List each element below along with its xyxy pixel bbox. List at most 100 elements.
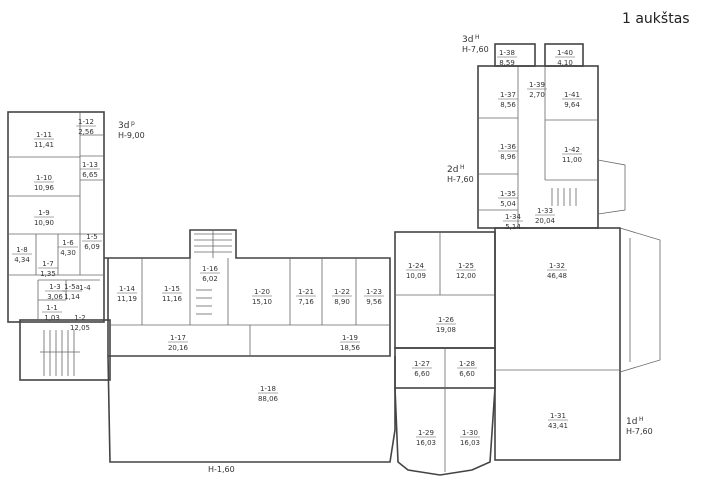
room-id: 1-39	[529, 81, 545, 89]
room-area: 10,09	[406, 272, 426, 280]
room-area: 15,10	[252, 298, 272, 306]
room-id: 1-25	[458, 262, 474, 270]
room-area: 6,60	[414, 370, 430, 378]
room-area: 19,08	[436, 326, 456, 334]
room-id: 1-32	[549, 262, 565, 270]
room-id: 1-17	[170, 334, 186, 342]
stair-height: H-1,60	[208, 465, 235, 474]
room-area: 10,90	[34, 219, 54, 227]
tower-stair	[551, 188, 577, 206]
room-area: 20,04	[535, 217, 556, 225]
tower-block	[477, 43, 626, 229]
room-id: 1-20	[254, 288, 270, 296]
room-id: 1-11	[36, 131, 52, 139]
room-area: 7,16	[298, 298, 314, 306]
room-id: 1-29	[418, 429, 434, 437]
room-id: 1-34	[505, 213, 521, 221]
room-area: 3,06	[47, 293, 63, 301]
room-id: 1-12	[78, 118, 94, 126]
room-id: 1-6	[62, 239, 74, 247]
room-id: 1-41	[564, 91, 580, 99]
room-area: 1,14	[64, 293, 80, 301]
room-area: 8,56	[500, 101, 516, 109]
room-id: 1-37	[500, 91, 516, 99]
room-area: 46,48	[547, 272, 567, 280]
room-area: 20,16	[168, 344, 189, 352]
room-area: 6,60	[459, 370, 475, 378]
room-area: 4,30	[60, 249, 76, 257]
room-area: 11,00	[562, 156, 582, 164]
room-area: 12,05	[70, 324, 90, 332]
room-area: 16,03	[416, 439, 436, 447]
room-area: 9,64	[564, 101, 580, 109]
room-id: 1-36	[500, 143, 516, 151]
inner-stair	[196, 289, 212, 315]
room-area: 9,56	[366, 298, 382, 306]
floor-title: 1 aukštas	[622, 11, 690, 27]
room-area: 8,59	[499, 59, 515, 67]
room-id: 1-2	[74, 314, 85, 322]
room-area: 6,65	[82, 171, 98, 179]
room-id: 1-8	[16, 246, 27, 254]
room-id: 1-19	[342, 334, 358, 342]
central-stair	[194, 230, 232, 258]
room-id: 1-5	[86, 233, 97, 241]
room-id: 1-30	[462, 429, 478, 437]
room-area: 8,96	[500, 153, 516, 161]
room-area: 43,41	[548, 422, 568, 430]
stair-height: H-7,60	[626, 427, 653, 436]
room-area: 12,00	[456, 272, 476, 280]
room-id: 1-35	[500, 190, 516, 198]
room-area: 5,14	[505, 223, 521, 231]
room-id: 1-9	[38, 209, 49, 217]
room-area: 2,70	[529, 91, 545, 99]
west-stair	[40, 330, 80, 376]
room-area: 5,04	[500, 200, 516, 208]
room-id: 1-22	[334, 288, 350, 296]
central-wing	[104, 229, 391, 357]
west-wing	[7, 111, 111, 381]
room-id: 1-27	[414, 360, 430, 368]
room-area: 16,03	[460, 439, 480, 447]
room-id: 1-14	[119, 285, 135, 293]
room-area: 11,41	[34, 141, 54, 149]
room-labels: 1-122,561-1111,411-1010,961-136,651-910,…	[12, 49, 582, 447]
room-id: 1-18	[260, 385, 276, 393]
stair-label: 3d	[462, 35, 473, 45]
room-id: 1-7	[42, 260, 53, 268]
room-area: 6,02	[202, 275, 218, 283]
room-area: 1,35	[40, 270, 56, 278]
room-id: 1-31	[550, 412, 566, 420]
room-id: 1-16	[202, 265, 218, 273]
room-area: 18,56	[340, 344, 361, 352]
room-id: 1-13	[82, 161, 98, 169]
room-id: 1-4	[79, 284, 91, 292]
room-id: 1-42	[564, 146, 580, 154]
room-area: 1,03	[44, 314, 60, 322]
room-area: 8,90	[334, 298, 350, 306]
room-id: 1-33	[537, 207, 553, 215]
room-area: 88,06	[258, 395, 279, 403]
stair-height: H-7,60	[462, 45, 489, 54]
room-id: 1-5a	[64, 283, 80, 291]
stair-label: 2d	[447, 165, 458, 175]
stair-label: 3d	[118, 121, 129, 131]
room-area: 4,34	[14, 256, 30, 264]
room-id: 1-38	[499, 49, 515, 57]
room-id: 1-3	[49, 283, 60, 291]
room-area: 4,10	[557, 59, 573, 67]
room-id: 1-28	[459, 360, 475, 368]
room-area: 6,09	[84, 243, 100, 251]
room-id: 1-21	[298, 288, 314, 296]
room-id: 1-26	[438, 316, 454, 324]
room-id: 1-10	[36, 174, 52, 182]
room-id: 1-40	[557, 49, 573, 57]
stair-sup: p	[131, 120, 135, 127]
room-id: 1-23	[366, 288, 382, 296]
stair-height: H-9,00	[118, 131, 145, 140]
room-area: 11,16	[162, 295, 183, 303]
stair-sup: H	[639, 416, 644, 423]
stair-height: H-7,60	[447, 175, 474, 184]
